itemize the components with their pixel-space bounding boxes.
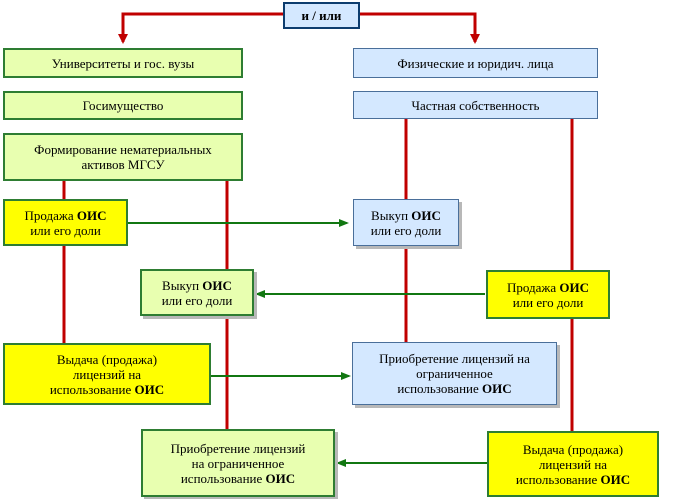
right-buyout-line1: Выкуп ОИС	[371, 208, 442, 223]
left-license-acq-line1: Приобретение лицензий	[170, 440, 306, 456]
left-license-acq-bold: ОИС	[265, 470, 296, 486]
right-license-acq-line3: использование ОИС	[379, 381, 530, 396]
right-license-acq-line2: ограниченное	[416, 366, 493, 381]
left-sale-pre: Продажа	[24, 207, 77, 223]
left-license-acq-box: Приобретение лицензий на ограниченное ис…	[141, 429, 335, 497]
right-sale-line1: Продажа ОИС	[507, 280, 589, 295]
and-or-label: и / или	[283, 2, 360, 29]
split-line-right	[360, 12, 480, 44]
left-buyout-line2: или его доли	[161, 292, 233, 308]
left-license-issue-line1: Выдача (продажа)	[56, 351, 158, 367]
right-buyout-line2: или его доли	[370, 222, 442, 238]
left-license-issue-line3: использование ОИС	[50, 382, 164, 397]
intangible-assets-line1: Формирование нематериальных	[34, 142, 212, 157]
and-or-text: и / или	[301, 8, 342, 23]
right-sale-box: Продажа ОИС или его доли	[486, 270, 610, 319]
right-sale-pre: Продажа	[506, 279, 560, 295]
right-sale-line2: или его доли	[512, 294, 584, 310]
right-license-issue-line1: Выдача (продажа)	[522, 441, 624, 457]
left-license-acq-line3: использование ОИС	[171, 471, 306, 486]
left-sale-box: Продажа ОИС или его доли	[3, 199, 128, 246]
left-license-acq-line2: на ограниченное	[191, 455, 285, 471]
right-license-issue-line2: лицензий на	[538, 456, 608, 472]
left-license-acq-pre: использование	[180, 470, 266, 486]
universities-header-box: Университеты и гос. вузы	[3, 48, 243, 78]
state-property-box: Госимущество	[3, 91, 243, 120]
private-property-text: Частная собственность	[411, 97, 540, 113]
left-license-issue-box: Выдача (продажа) лицензий на использован…	[3, 343, 211, 405]
left-license-issue-bold: ОИС	[134, 381, 165, 397]
right-buyout-box: Выкуп ОИС или его доли	[353, 199, 459, 246]
right-license-acq-line1: Приобретение лицензий на	[379, 351, 530, 366]
left-buyout-pre: Выкуп	[162, 277, 203, 293]
left-buyout-bold: ОИС	[202, 277, 232, 293]
left-sale-line1: Продажа ОИС	[24, 208, 106, 223]
right-license-issue-box: Выдача (продажа) лицензий на использован…	[487, 431, 659, 497]
left-sale-bold: ОИС	[76, 207, 107, 223]
left-buyout-line1: Выкуп ОИС	[162, 278, 233, 293]
right-license-issue-bold: ОИС	[600, 471, 631, 487]
state-property-text: Госимущество	[82, 98, 164, 113]
right-buyout-pre: Выкуп	[371, 207, 412, 223]
universities-header-text: Университеты и гос. вузы	[51, 55, 195, 71]
split-line-left	[118, 12, 283, 44]
right-license-issue-pre: использование	[515, 471, 601, 487]
right-license-acq-bold: ОИС	[482, 381, 512, 396]
left-buyout-box: Выкуп ОИС или его доли	[140, 269, 254, 316]
right-buyout-bold: ОИС	[411, 207, 441, 223]
left-license-issue-line2: лицензий на	[72, 366, 142, 382]
right-license-acq-box: Приобретение лицензий на ограниченное ис…	[352, 342, 557, 405]
individuals-header-text: Физические и юридич. лица	[397, 55, 554, 71]
right-sale-bold: ОИС	[559, 279, 590, 295]
right-license-acq-pre: использование	[397, 381, 483, 396]
private-property-box: Частная собственность	[353, 91, 598, 119]
right-license-issue-line3: использование ОИС	[516, 472, 630, 487]
left-sale-line2: или его доли	[30, 222, 101, 238]
individuals-header-box: Физические и юридич. лица	[353, 48, 598, 78]
intangible-assets-line2: активов МГСУ	[81, 157, 165, 172]
left-license-issue-pre: использование	[49, 381, 135, 397]
intangible-assets-box: Формирование нематериальных активов МГСУ	[3, 133, 243, 181]
